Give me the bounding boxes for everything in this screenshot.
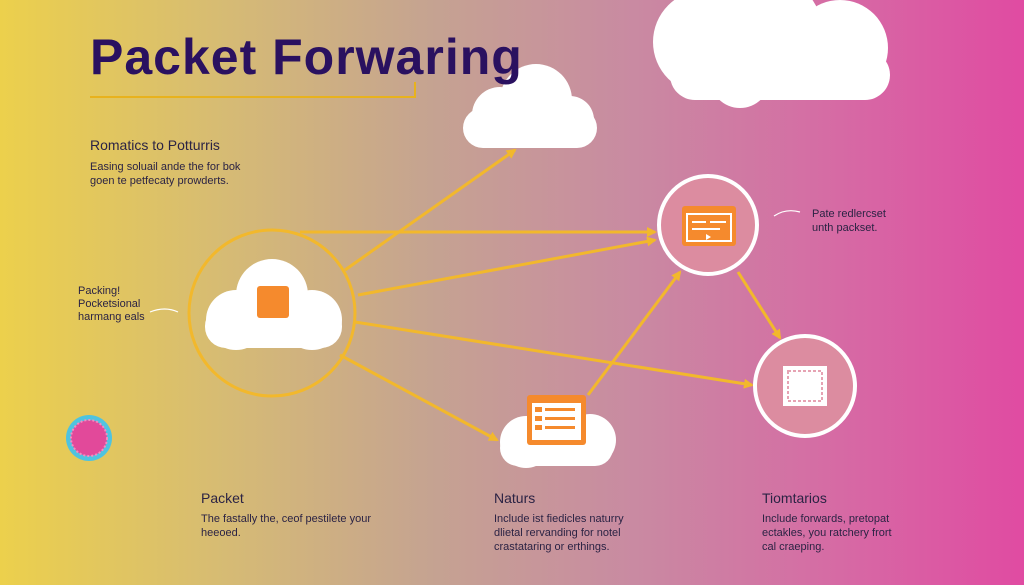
- bottom-text-naturs: Include ist fiedicles naturry dlietal re…: [494, 513, 624, 553]
- corner-cloud-icon: [653, 0, 890, 108]
- hub-node: [187, 228, 357, 398]
- bottom-heading-packet: Packet: [201, 490, 244, 506]
- arrow-hub-to-top-cloud: [344, 148, 517, 272]
- packet-icon: [257, 286, 289, 318]
- page-title: Packet Forwaring: [90, 29, 523, 85]
- arrow-bottom-cloud-to-browser-node: [586, 270, 682, 396]
- right-label-pointer: [773, 210, 801, 217]
- intro-heading: Romatics to Potturris: [90, 137, 220, 153]
- window-list-icon: [527, 395, 586, 445]
- hub-cloud-icon: [205, 259, 342, 350]
- intro-text: Easing soluail ande the for bok goen te …: [90, 161, 241, 187]
- arrow-hub-to-stamp-node: [354, 320, 754, 389]
- badge-circle-icon: [66, 415, 112, 461]
- bottom-text-packet: The fastally the, ceof pestilete your he…: [201, 513, 371, 539]
- title-underline: [90, 82, 416, 100]
- browser-node-label: Pate redlercset unth packset.: [812, 208, 886, 234]
- arrow-hub-to-browser-node-2: [357, 236, 657, 297]
- hub-side-label: Packing! Pocketsional harmang eals: [78, 285, 145, 323]
- connection-arrows: [300, 148, 782, 442]
- bottom-cloud-node: [500, 395, 616, 468]
- bottom-heading-naturs: Naturs: [494, 490, 536, 506]
- browser-node: [657, 174, 759, 276]
- bottom-heading-tiomtarios: Tiomtarios: [762, 490, 827, 506]
- arrow-browser-node-to-stamp-node: [736, 271, 782, 340]
- left-label-pointer: [149, 308, 179, 313]
- stamp-packet-icon: [783, 366, 827, 406]
- bottom-text-tiomtarios: Include forwards, pretopat ectakles, you…: [762, 513, 892, 553]
- top-cloud-icon: [463, 64, 597, 148]
- browser-window-icon: [682, 206, 736, 246]
- stamp-node: [753, 334, 857, 438]
- arrow-hub-to-bottom-cloud: [339, 353, 499, 442]
